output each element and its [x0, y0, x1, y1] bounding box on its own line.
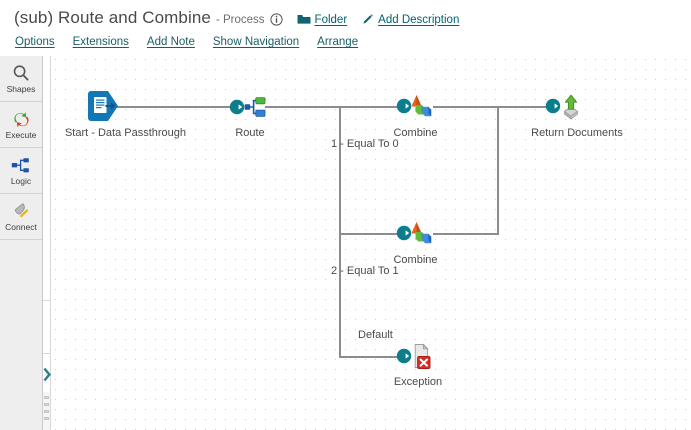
- canvas-gutter-panel[interactable]: [43, 300, 50, 354]
- rail-item-execute[interactable]: Execute: [0, 102, 42, 148]
- rail-item-connect[interactable]: Connect: [0, 194, 42, 240]
- canvas-left-gutter: [43, 56, 51, 430]
- edge-label-branch1: 1 - Equal To 0: [331, 138, 399, 150]
- exception-document-icon: [396, 343, 431, 369]
- pencil-icon: [361, 13, 374, 26]
- node-label-route: Route: [235, 127, 265, 139]
- info-circle-icon[interactable]: [269, 12, 283, 26]
- start-document-icon: [88, 91, 118, 121]
- folder-link[interactable]: Folder: [297, 11, 348, 26]
- node-start[interactable]: [87, 89, 121, 123]
- add-description-label: Add Description: [378, 13, 460, 26]
- edge-start-to-route: [108, 106, 234, 108]
- edge-default-to-exception: [339, 356, 405, 358]
- folder-link-label: Folder: [314, 13, 348, 26]
- menu-item-add-note[interactable]: Add Note: [146, 36, 195, 48]
- tool-rail: Shapes Execute Logic: [0, 56, 43, 430]
- execute-arrows-icon: [12, 109, 31, 129]
- edge-combine1-to-return: [433, 106, 553, 108]
- node-label-combine-2: Combine: [393, 254, 438, 266]
- edge-trunk-vertical: [339, 106, 341, 358]
- rail-item-logic[interactable]: Logic: [0, 148, 42, 194]
- title-row: (sub) Route and Combine - Process Folder: [14, 8, 459, 28]
- return-documents-icon: [545, 94, 579, 120]
- menu-bar: Options Extensions Add Note Show Navigat…: [15, 36, 376, 48]
- node-label-combine-1: Combine: [393, 127, 438, 139]
- node-combine-1[interactable]: [396, 92, 436, 122]
- canvas-minimap[interactable]: [43, 392, 50, 430]
- magnifier-icon: [12, 63, 30, 83]
- edge-route-out: [265, 106, 341, 108]
- page-title: (sub) Route and Combine: [14, 8, 211, 27]
- canvas-grid: [43, 56, 691, 430]
- menu-item-show-navigation[interactable]: Show Navigation: [212, 36, 300, 48]
- combine-shapes-icon: [396, 222, 432, 244]
- node-route[interactable]: [229, 94, 269, 120]
- combine-shapes-icon: [396, 95, 432, 117]
- node-label-exception: Exception: [393, 376, 443, 388]
- page-subtitle: - Process: [215, 14, 265, 26]
- edge-branch1-to-combine1: [339, 106, 405, 108]
- menu-item-extensions[interactable]: Extensions: [72, 36, 129, 48]
- process-canvas[interactable]: 1 - Equal To 0 2 - Equal To 1 Default St…: [43, 56, 691, 430]
- logic-nodes-icon: [11, 155, 31, 175]
- connector-plug-icon: [11, 201, 31, 221]
- rail-label-logic: Logic: [10, 176, 32, 186]
- edge-label-default: Default: [358, 329, 393, 341]
- edge-branch2-to-combine2: [339, 233, 405, 235]
- rail-label-execute: Execute: [5, 130, 37, 140]
- node-return-documents[interactable]: [545, 93, 585, 121]
- edge-label-branch2: 2 - Equal To 1: [331, 265, 399, 277]
- route-branch-icon: [229, 97, 266, 117]
- folder-icon: [297, 14, 311, 25]
- rail-label-shapes: Shapes: [6, 84, 36, 94]
- node-label-start: Start - Data Passthrough: [64, 127, 187, 139]
- node-label-return-documents: Return Documents: [531, 127, 623, 139]
- node-exception[interactable]: [396, 341, 436, 373]
- edge-combine2-riser: [497, 106, 499, 235]
- rail-label-connect: Connect: [5, 222, 37, 232]
- edge-combine2-out: [433, 233, 499, 235]
- rail-item-shapes[interactable]: Shapes: [0, 56, 42, 102]
- menu-item-arrange[interactable]: Arrange: [317, 36, 359, 48]
- node-combine-2[interactable]: [396, 219, 436, 249]
- add-description-link[interactable]: Add Description: [361, 10, 459, 26]
- menu-item-options[interactable]: Options: [15, 36, 55, 48]
- app-header: (sub) Route and Combine - Process Folder: [0, 0, 691, 56]
- expand-panel-chevron-icon[interactable]: [43, 363, 52, 391]
